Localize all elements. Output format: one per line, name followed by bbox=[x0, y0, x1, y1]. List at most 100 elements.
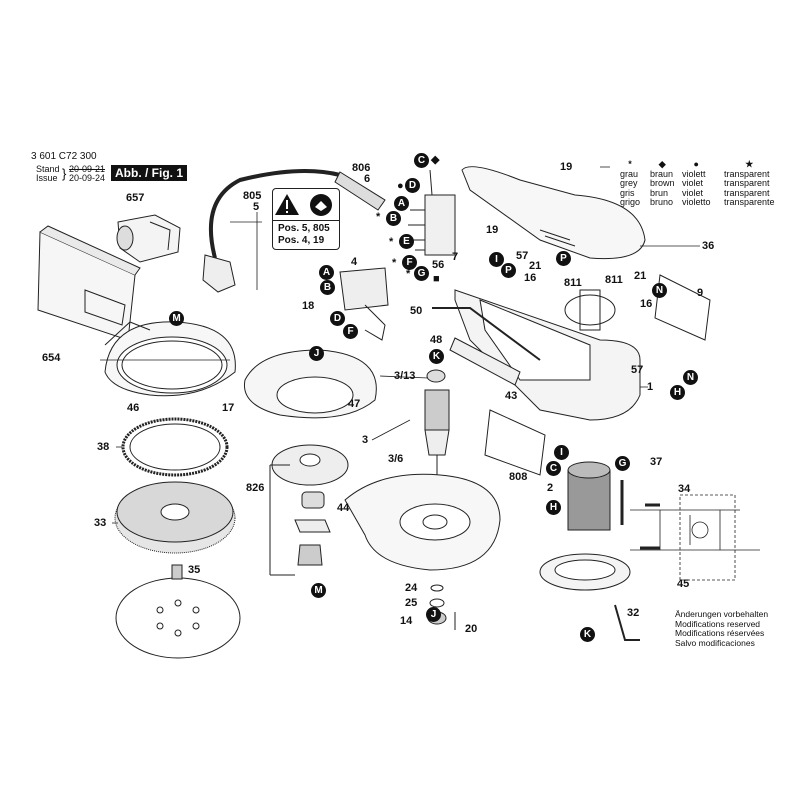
connection-marker: I bbox=[554, 445, 569, 460]
color-symbol: * bbox=[376, 211, 381, 223]
support-ring-45 bbox=[539, 553, 631, 591]
part-callout: 57 bbox=[516, 250, 529, 262]
stand-date: 20-09-21 bbox=[69, 164, 106, 174]
connection-marker: K bbox=[429, 349, 444, 364]
legend-text: violet bbox=[682, 178, 704, 188]
connection-marker: D bbox=[330, 311, 345, 326]
legend-text: grey bbox=[620, 178, 638, 188]
connection-marker: J bbox=[426, 607, 441, 622]
connection-marker: H bbox=[670, 385, 685, 400]
part-callout: 16 bbox=[524, 272, 537, 284]
warning-pos-line-2: Pos. 4, 19 bbox=[278, 235, 325, 246]
legend-text: braun bbox=[650, 168, 674, 179]
legend-symbol: ★ bbox=[745, 159, 754, 169]
color-symbol: * bbox=[406, 268, 411, 280]
warning-label: Pos. 5, 805 Pos. 4, 19 bbox=[272, 188, 340, 250]
part-callout: 21 bbox=[634, 270, 647, 282]
base-44 bbox=[344, 473, 501, 571]
warning-pos-line-1: Pos. 5, 805 bbox=[278, 223, 330, 234]
connection-marker: F bbox=[402, 255, 417, 270]
legend-text: violet bbox=[682, 187, 704, 198]
motor-housing-1 bbox=[454, 289, 641, 421]
sanding-disc bbox=[115, 564, 241, 659]
pad-cover-46 bbox=[104, 321, 236, 397]
top-cover-36 bbox=[461, 166, 646, 260]
disclaimer: Änderungen vorbehalten Modifications res… bbox=[675, 609, 769, 648]
part-callout: 32 bbox=[627, 607, 640, 619]
washer-25 bbox=[429, 598, 445, 608]
legend-text: violett bbox=[682, 168, 706, 179]
stator-2 bbox=[567, 461, 611, 531]
issue-date: 20-09-24 bbox=[69, 173, 106, 183]
part-callout: 5 bbox=[253, 201, 260, 213]
part-callout: 17 bbox=[222, 402, 235, 414]
part-callout: 811 bbox=[605, 274, 623, 286]
washer-24 bbox=[430, 584, 444, 592]
dust-adapter-657 bbox=[116, 214, 181, 263]
color-symbol: * bbox=[389, 236, 394, 248]
color-symbol: * bbox=[392, 257, 397, 269]
warning-icons bbox=[275, 194, 332, 216]
connection-marker: A bbox=[394, 196, 409, 211]
switch-56 bbox=[408, 169, 456, 256]
color-symbol: ● bbox=[397, 180, 404, 192]
disclaimer-line: Änderungen vorbehalten bbox=[675, 609, 769, 619]
connection-marker: N bbox=[652, 283, 667, 298]
part-callout: 808 bbox=[509, 471, 528, 483]
issue-label: Issue bbox=[36, 173, 58, 183]
connection-marker: K bbox=[580, 627, 595, 642]
connection-marker: P bbox=[501, 263, 516, 278]
part-callout: 18 bbox=[302, 300, 315, 312]
rod-50 bbox=[432, 307, 541, 361]
part-callout: 44 bbox=[337, 502, 350, 514]
part-callout: 657 bbox=[126, 192, 145, 204]
stand-label: Stand bbox=[36, 164, 60, 174]
legend-text: brown bbox=[650, 178, 675, 188]
part-callout: 6 bbox=[364, 173, 371, 185]
legend-col-brown: ◆ braun brown brun bruno bbox=[650, 159, 675, 208]
connection-marker: F bbox=[343, 324, 358, 339]
connection-marker: D bbox=[405, 178, 420, 193]
part-callout: 48 bbox=[430, 334, 443, 346]
part-callout: 45 bbox=[677, 578, 690, 590]
disclaimer-line: Modifications reserved bbox=[675, 618, 761, 629]
connection-marker: C bbox=[546, 461, 561, 476]
leader-lines bbox=[100, 166, 700, 524]
part-callout: 47 bbox=[348, 398, 361, 410]
legend-col-transparent: ★ transparent transparent transparent tr… bbox=[724, 159, 775, 208]
fan-826 bbox=[269, 444, 349, 576]
part-callout: 9 bbox=[697, 287, 704, 299]
legend-symbol: * bbox=[628, 159, 632, 169]
part-callout: 7 bbox=[452, 251, 459, 263]
armature-3 bbox=[424, 369, 450, 480]
connection-marker: G bbox=[414, 266, 429, 281]
legend-symbol: ● bbox=[693, 159, 699, 169]
switch-slide-4 bbox=[339, 267, 389, 341]
part-callout: 826 bbox=[246, 482, 265, 494]
legend-text: brun bbox=[650, 187, 669, 198]
color-symbol: ■ bbox=[433, 273, 440, 285]
connection-marker: A bbox=[319, 265, 334, 280]
part-number: 3 601 C72 300 bbox=[31, 151, 97, 162]
legend-text: grigo bbox=[620, 197, 641, 207]
legend-text: grau bbox=[620, 168, 639, 179]
part-callout: 21 bbox=[529, 260, 542, 272]
part-callout: 3 bbox=[362, 434, 369, 446]
brake-ring-38 bbox=[121, 417, 229, 477]
part-callout: 1 bbox=[647, 381, 654, 393]
legend-symbol: ◆ bbox=[658, 159, 666, 169]
legend-text: bruno bbox=[650, 197, 674, 207]
part-callout: 3/13 bbox=[394, 370, 416, 382]
legend-text: violetto bbox=[682, 197, 711, 207]
figure-label: Abb. / Fig. 1 bbox=[111, 165, 187, 181]
guide-48 bbox=[449, 337, 521, 386]
connection-marker: C bbox=[414, 153, 429, 168]
sanding-pad-33 bbox=[114, 481, 236, 554]
legend-text: transparent bbox=[724, 178, 770, 188]
connection-marker: B bbox=[386, 211, 401, 226]
legend-col-violet: ● violett violet violet violetto bbox=[682, 159, 711, 208]
clip-32 bbox=[614, 604, 640, 641]
part-callout: 654 bbox=[42, 352, 61, 364]
part-callout: 43 bbox=[505, 390, 518, 402]
power-cable-805 bbox=[202, 169, 386, 293]
